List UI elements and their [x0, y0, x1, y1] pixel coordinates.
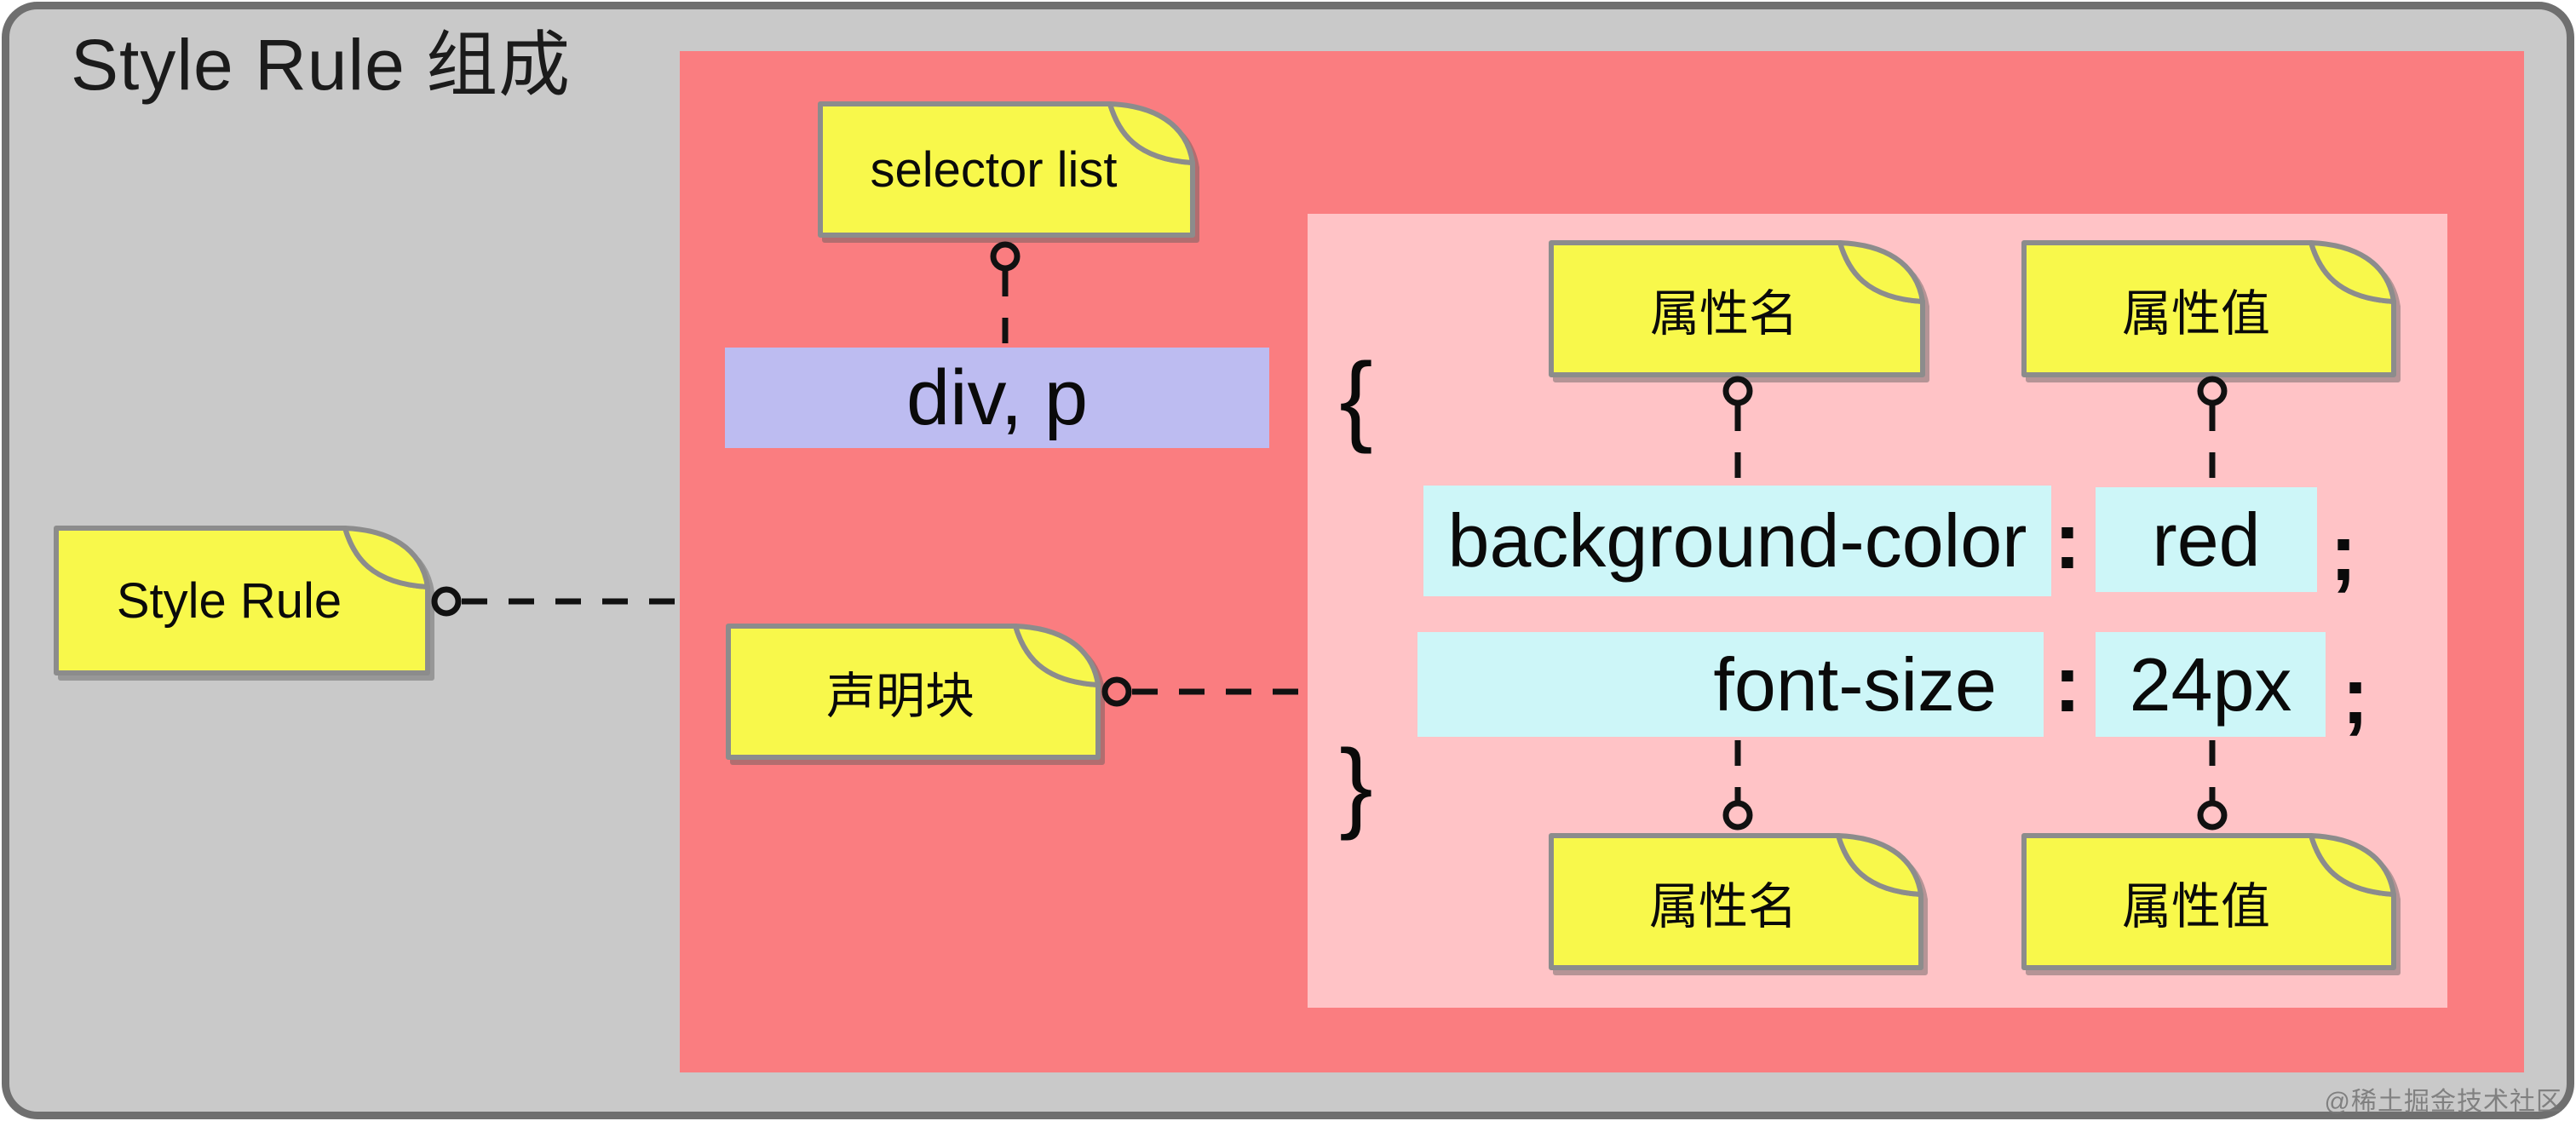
- note-fold-corner-icon: [1013, 624, 1101, 687]
- note-prop-value-bottom: 属性值: [2021, 833, 2396, 970]
- note-label-declaration-block: 声明块: [825, 669, 975, 724]
- note-label-style-rule: Style Rule: [116, 572, 342, 629]
- note-fold-corner-icon: [2309, 240, 2396, 304]
- note-fold-corner-icon: [1837, 240, 1925, 304]
- selector-value-box: div, p: [725, 348, 1269, 448]
- close-brace: }: [1339, 729, 1373, 842]
- note-label-prop-value-top: 属性值: [2121, 285, 2270, 342]
- note-label-prop-name-top: 属性名: [1649, 285, 1798, 342]
- colon-1: :: [2054, 495, 2081, 586]
- colon-2: :: [2054, 639, 2081, 729]
- note-selector-list: selector list: [818, 101, 1195, 238]
- note-prop-name-bottom: 属性名: [1549, 833, 1923, 970]
- open-brace: {: [1339, 342, 1373, 455]
- semicolon-2: ;: [2342, 651, 2369, 741]
- note-label-prop-name-bottom: 属性名: [1648, 878, 1797, 934]
- property-name-box-2: font-size: [1417, 632, 2044, 737]
- note-style-rule: Style Rule: [54, 526, 430, 675]
- property-value-box-1: red: [2096, 487, 2317, 592]
- semicolon-1: ;: [2330, 507, 2357, 598]
- watermark: @稀土掘金技术社区: [2324, 1088, 2562, 1116]
- note-prop-value-top: 属性值: [2021, 240, 2396, 377]
- property-value-box-2: 24px: [2096, 632, 2326, 737]
- note-fold-corner-icon: [2309, 833, 2396, 897]
- note-label-prop-value-bottom: 属性值: [2121, 878, 2270, 934]
- note-declaration-block: 声明块: [726, 624, 1101, 760]
- note-fold-corner-icon: [1107, 101, 1195, 165]
- note-fold-corner-icon: [342, 526, 430, 589]
- property-name-box-1: background-color: [1423, 486, 2051, 596]
- page-title: Style Rule 组成: [71, 25, 572, 105]
- note-prop-name-top: 属性名: [1549, 240, 1925, 377]
- note-fold-corner-icon: [1836, 833, 1923, 897]
- note-label-selector-list: selector list: [870, 141, 1118, 198]
